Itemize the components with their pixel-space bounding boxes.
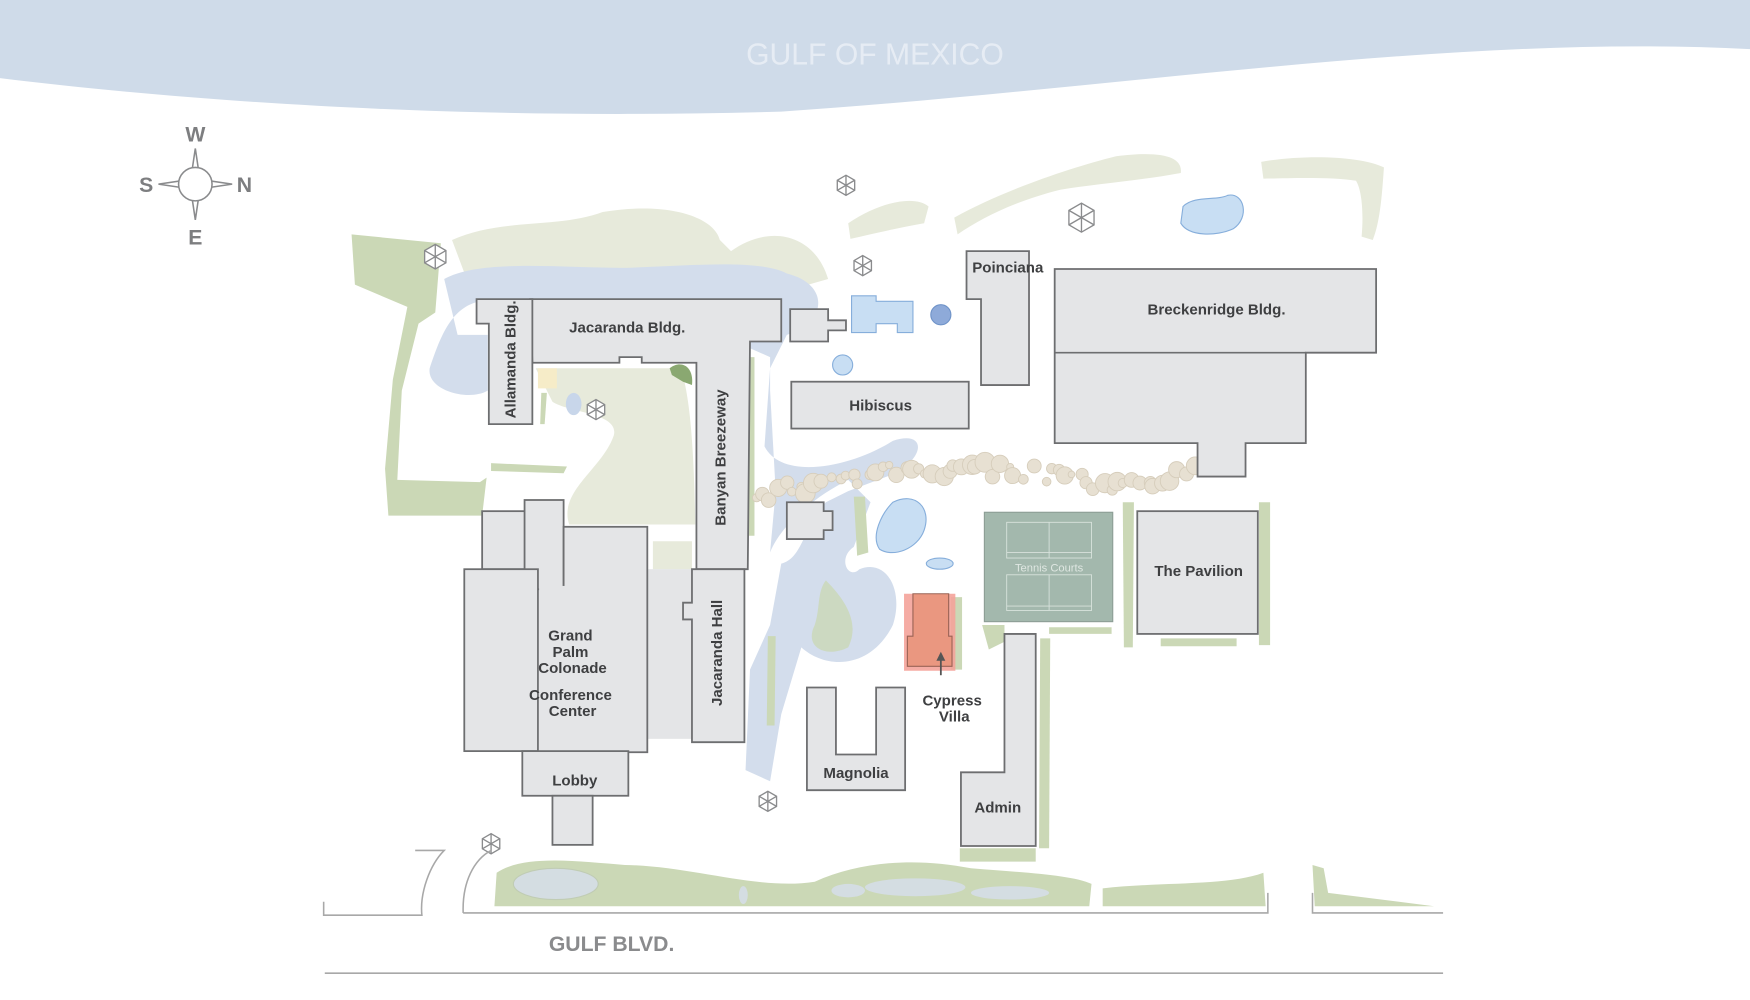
landscape: [351, 154, 1435, 907]
roads: [322, 849, 1444, 974]
stepping-stone: [1004, 467, 1022, 485]
label-banyan-breezeway: Banyan Breezeway: [712, 389, 729, 526]
lobby[interactable]: [521, 750, 630, 797]
stepping-stone: [1067, 470, 1076, 479]
compass-east: E: [188, 226, 202, 249]
gazebo-icon: [586, 398, 606, 421]
stepping-stone: [1026, 458, 1042, 474]
stepping-stone: [990, 454, 1010, 473]
gazebo-icon: [1068, 202, 1095, 233]
compass-west: W: [185, 124, 205, 147]
label-tennis-courts: Tennis Courts: [1015, 562, 1084, 574]
the-pavilion[interactable]: [1136, 510, 1259, 635]
label-grand-palm: Grand Palm Colonade: [538, 628, 607, 677]
label-hibiscus: Hibiscus: [849, 398, 912, 415]
small-building[interactable]: [789, 308, 847, 343]
hot-tub: [930, 304, 952, 326]
compass-rose-icon: [158, 148, 233, 220]
label-conference-center: Conference Center: [529, 687, 616, 720]
stepping-stone: [760, 492, 777, 508]
road-label: GULF BLVD.: [549, 933, 675, 956]
label-lobby: Lobby: [552, 773, 598, 790]
tennis-courts[interactable]: [983, 511, 1114, 623]
villa-pointer-arrow-icon: [936, 651, 946, 661]
poinciana[interactable]: [965, 250, 1030, 386]
magnolia[interactable]: [806, 686, 907, 792]
lobby-entry[interactable]: [551, 794, 594, 846]
jacaranda-hall[interactable]: [682, 568, 746, 744]
gazebo-icon: [853, 254, 873, 277]
buildings: [463, 250, 1378, 847]
stone-path: [752, 451, 1205, 508]
grand-palm-wing-b[interactable]: [523, 499, 565, 591]
stepping-stone: [851, 478, 863, 490]
label-magnolia: Magnolia: [823, 765, 889, 782]
gazebo-icon: [836, 174, 856, 197]
stepping-stone: [984, 468, 1001, 485]
label-poinciana: Poinciana: [972, 259, 1044, 276]
pond-north: [1180, 194, 1244, 235]
allamanda-bldg[interactable]: [475, 298, 534, 425]
small-pool: [832, 354, 854, 376]
stepping-stone: [1018, 473, 1029, 485]
pool: [851, 295, 914, 334]
cypress-villa[interactable]: [904, 593, 956, 671]
conference-center[interactable]: [463, 568, 539, 753]
compass-north: N: [237, 174, 252, 197]
admin[interactable]: [960, 633, 1037, 847]
compass-south: S: [139, 174, 153, 197]
label-jacaranda-bldg: Jacaranda Bldg.: [569, 320, 685, 337]
gazebo-icon: [758, 790, 778, 813]
label-jacaranda-hall: Jacaranda Hall: [709, 600, 726, 706]
stepping-stone: [826, 472, 837, 483]
label-cypress-villa: Cypress Villa: [922, 692, 986, 725]
stepping-stone: [786, 486, 797, 497]
hibiscus[interactable]: [790, 380, 970, 430]
label-allamanda-bldg: Allamanda Bldg.: [503, 300, 520, 418]
pond-small: [925, 557, 954, 570]
stepping-stone: [885, 460, 894, 470]
gulf-water: [0, 0, 1750, 114]
gulf-label: GULF OF MEXICO: [746, 39, 1004, 72]
stepping-stone: [780, 475, 795, 490]
pond: [875, 498, 927, 554]
label-breckenridge: Breckenridge Bldg.: [1148, 302, 1286, 319]
stepping-stone: [1041, 476, 1052, 487]
label-admin: Admin: [974, 800, 1021, 817]
stepping-stone: [813, 473, 829, 489]
jacaranda-bldg[interactable]: [529, 298, 783, 571]
small-building-2[interactable]: [785, 501, 834, 540]
breckenridge-bldg[interactable]: [1053, 268, 1378, 478]
gazebo-icon: [423, 243, 447, 270]
gazebos: [423, 174, 1095, 855]
label-pavilion: The Pavilion: [1154, 563, 1243, 580]
stepping-stone: [888, 466, 905, 483]
